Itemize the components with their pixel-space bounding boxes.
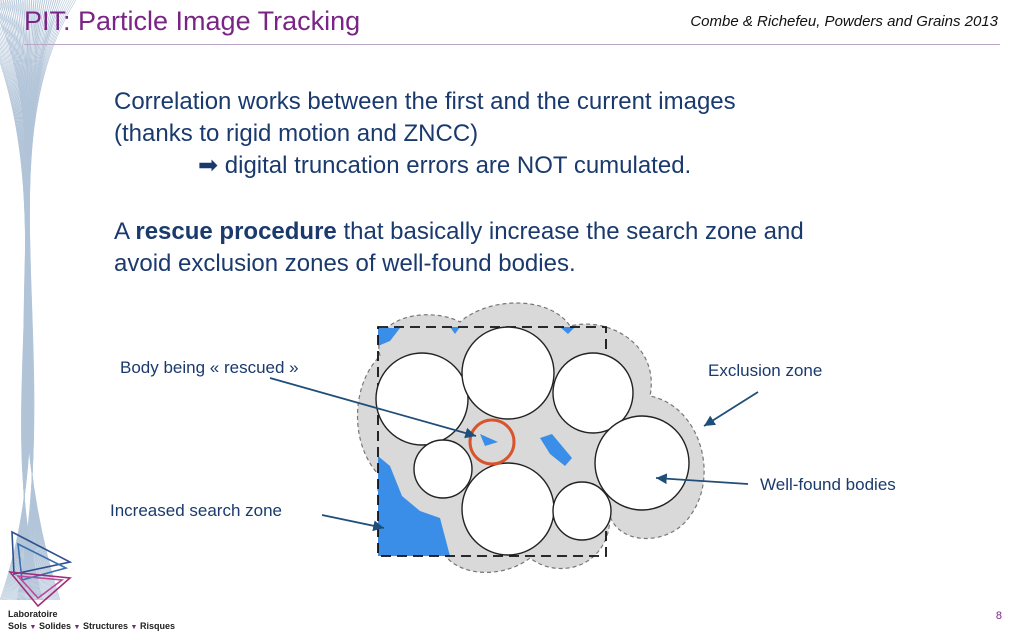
triangle-icon: ▼	[130, 624, 138, 631]
paragraph1-line2: (thanks to rigid motion and ZNCC)	[114, 120, 479, 147]
paragraph1-line3: ➡ digital truncation errors are NOT cumu…	[114, 150, 934, 182]
body-circle	[375, 352, 469, 446]
slide-title: PIT: Particle Image Tracking	[24, 6, 361, 36]
label-well-found-bodies: Well-found bodies	[760, 475, 896, 494]
rescue-diagram	[357, 302, 705, 573]
lab-logo-icon	[8, 530, 73, 608]
right-arrow-icon: ➡	[198, 152, 219, 179]
paragraph2-lead: A	[114, 218, 136, 245]
paragraph1-line1: Correlation works between the first and …	[114, 88, 736, 115]
decorative-mesh	[0, 0, 77, 600]
paragraph-correlation: Correlation works between the first and …	[114, 86, 934, 182]
paragraph1-line3-text: digital truncation errors are NOT cumula…	[224, 152, 692, 179]
citation: Combe & Richefeu, Powders and Grains 201…	[690, 13, 998, 30]
increased-search-zone	[378, 327, 575, 556]
body-circle	[413, 439, 473, 499]
lab-name: Laboratoire Sols ▼ Solides ▼ Structures …	[8, 608, 175, 634]
label-body-rescued: Body being « rescued »	[120, 358, 299, 377]
page-number: 8	[995, 610, 1002, 622]
lab-word-risques: Risques	[139, 621, 175, 631]
rescued-body-ring	[468, 418, 516, 466]
paragraph2-line2: avoid exclusion zones of well-found bodi…	[114, 250, 576, 277]
label-increased-search-zone: Increased search zone	[110, 501, 282, 520]
triangle-icon: ▼	[73, 624, 81, 631]
body-circle	[461, 326, 555, 420]
body-circle	[552, 352, 634, 434]
label-exclusion-zone: Exclusion zone	[708, 361, 823, 380]
body-circle	[552, 481, 612, 541]
paragraph2-rest: that basically increase the search zone …	[336, 218, 804, 245]
rescue-procedure-emphasis: rescue procedure	[135, 218, 337, 245]
arrow-exclusion	[703, 391, 759, 427]
lab-word-structures: Structures	[82, 621, 128, 631]
triangle-icon: ▼	[29, 624, 37, 631]
arrow-rescued	[269, 377, 477, 439]
arrow-search	[321, 514, 385, 532]
body-circle	[594, 415, 690, 511]
paragraph2-line1: A rescue procedure that basically increa…	[114, 216, 934, 248]
lab-line1: Laboratoire	[8, 609, 58, 619]
lab-word-sols: Sols	[8, 621, 28, 631]
title-divider	[24, 44, 1000, 45]
arrow-wellfound	[655, 473, 749, 485]
well-found-bodies	[375, 326, 690, 556]
paragraph-rescue: A rescue procedure that basically increa…	[114, 216, 934, 280]
lab-word-solides: Solides	[38, 621, 71, 631]
